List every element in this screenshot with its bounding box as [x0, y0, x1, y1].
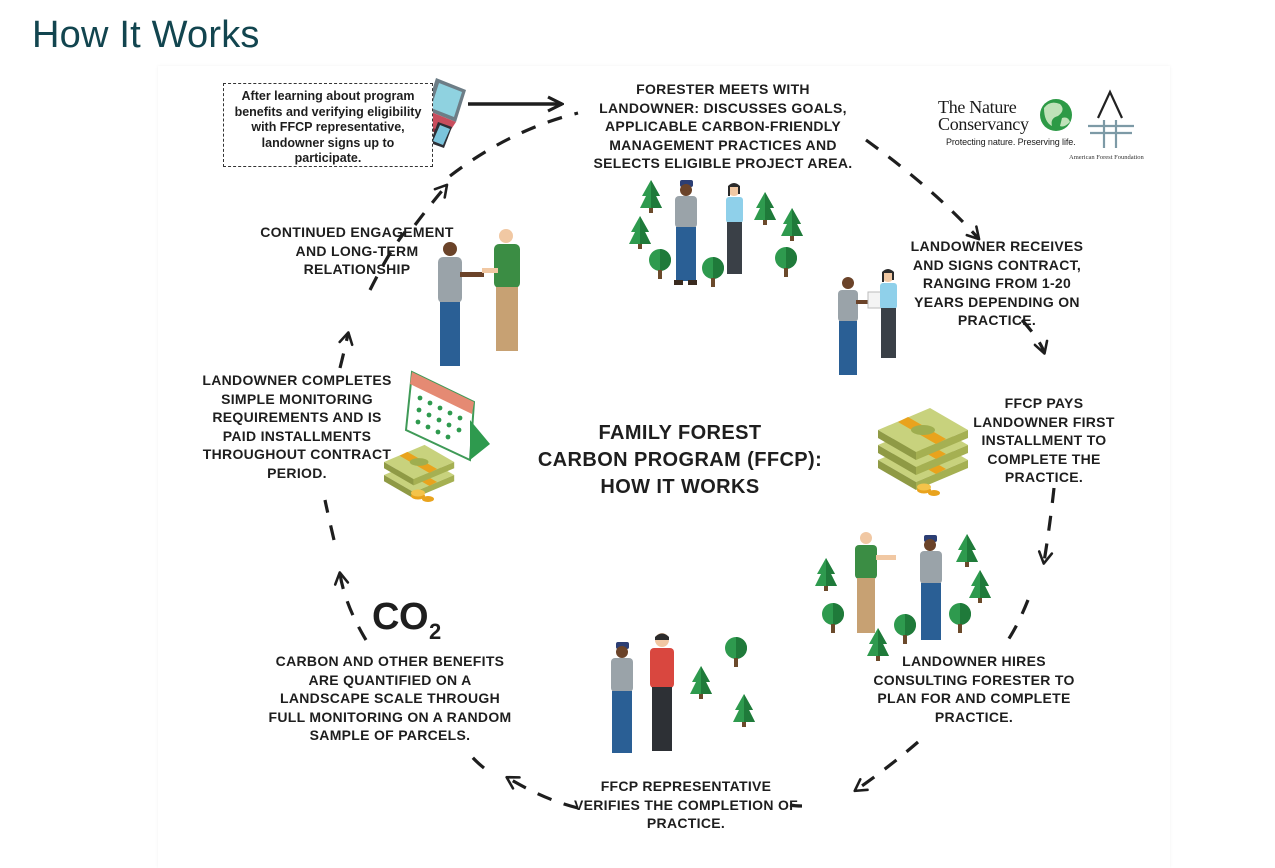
globe-icon [1040, 99, 1072, 131]
ring-arc-to-step-1b [413, 183, 449, 226]
step-1-illustration [629, 180, 803, 287]
contract-document [867, 291, 883, 309]
ring-arc-to-step-1a [368, 230, 407, 291]
forester-figure [482, 229, 520, 351]
ring-arc-to-step-7b [333, 571, 368, 641]
representative-figure [650, 633, 674, 751]
cycle-ring [323, 111, 1056, 810]
step-3-text: FFCP pays landowner first installment to… [973, 395, 1115, 485]
landowner-figure [438, 242, 484, 366]
landowner-figure [611, 642, 633, 753]
landowner-figure [838, 277, 870, 375]
co2-label: CO2 [372, 596, 441, 645]
step-3-cash-icon [878, 408, 968, 496]
forester-figure [855, 532, 896, 633]
ring-arc-to-step-5a [1006, 599, 1030, 641]
step-4-text: Landowner hires consulting forester to p… [873, 653, 1075, 725]
calendar-icon [404, 370, 490, 462]
step-7-cash-icon [384, 444, 455, 502]
center-title-line-3: How It Works [600, 476, 760, 498]
ring-arc-to-step-2 [865, 138, 981, 241]
center-title: Family Forest Carbon Program (FFCP): How… [520, 420, 840, 501]
step-4-illustration [815, 532, 991, 661]
forester-figure [674, 180, 697, 285]
step-1-text: Forester meets with landowner: discusses… [593, 81, 853, 171]
step-2-illustration [838, 269, 897, 375]
center-title-line-1: Family Forest [598, 422, 762, 444]
tnc-logo-name: The Nature Conservancy [938, 97, 1029, 134]
phone-icon [430, 122, 452, 148]
co2-subscript: 2 [429, 619, 441, 644]
ring-arc-to-step-8b [338, 331, 354, 369]
step-8-text: Continued engagement and long-term relat… [260, 224, 454, 277]
center-title-line-2: Carbon Program (FFCP): [537, 449, 823, 471]
representative-figure [880, 269, 897, 358]
step-7-text: Landowner completes simple monitoring re… [202, 372, 392, 481]
step-6-text: Carbon and other benefits are quantified… [268, 653, 512, 743]
co2-main: CO [372, 596, 429, 638]
tnc-logo-tagline: Protecting nature. Preserving life. [946, 137, 1076, 147]
ring-arc-to-step-8a [323, 499, 336, 541]
ring-arc-to-step-6b [505, 775, 579, 810]
landowner-figure [920, 535, 942, 640]
step-5-illustration [611, 633, 755, 753]
ring-arc-to-step-4 [1037, 487, 1056, 565]
ring-arc-to-step-5b [853, 740, 920, 793]
step-5-text: FFCP representative verifies the complet… [573, 778, 799, 831]
ring-arc-top [449, 111, 579, 178]
intro-note: After learning about program benefits an… [223, 83, 433, 167]
ring-arc-to-step-7a [466, 751, 485, 770]
landowner-figure [726, 183, 743, 274]
ring-arc-to-step-6a [789, 803, 803, 808]
step-2-text: Landowner receives and signs contract, r… [910, 238, 1084, 328]
page-title: How It Works [32, 14, 260, 56]
ring-arc-to-step-3 [1020, 318, 1049, 355]
step-8-illustration [438, 229, 520, 366]
aff-logo-name: American Forest Foundation [1069, 154, 1144, 161]
aff-tree-icon [1088, 89, 1134, 148]
